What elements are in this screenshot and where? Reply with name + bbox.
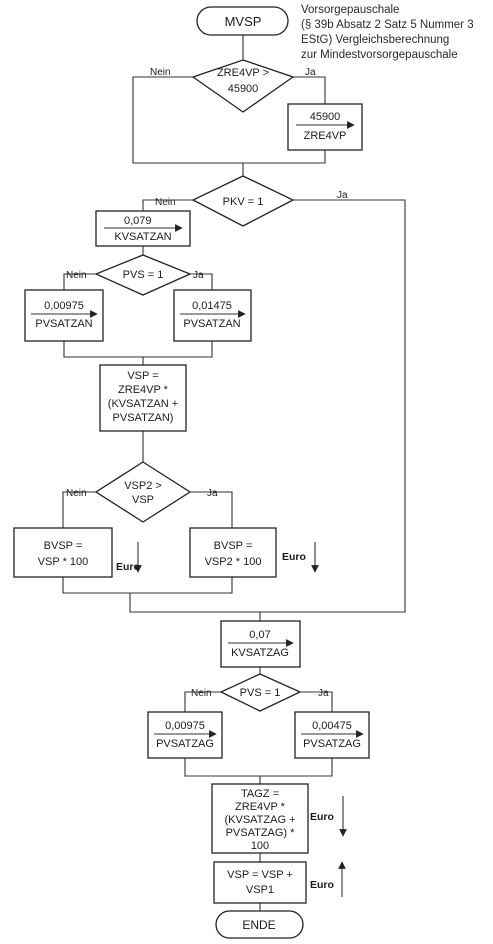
decision-text: 45900 bbox=[228, 83, 259, 95]
euro-label: Euro bbox=[310, 811, 334, 823]
decision-text: VSP2 > bbox=[124, 480, 162, 492]
start-label: MVSP bbox=[225, 14, 262, 29]
assign-value: 0,07 bbox=[249, 629, 270, 641]
branch-label-yes: Ja bbox=[318, 688, 329, 699]
calc-bvsp-no: BVSP = VSP * 100 bbox=[13, 527, 113, 578]
note-line: zur Mindestvorsorgepauschale bbox=[301, 49, 458, 61]
assign-target: PVSATZAG bbox=[303, 738, 361, 750]
assign-value: 0,00975 bbox=[44, 300, 84, 312]
note-line: Vorsorgepauschale bbox=[301, 4, 399, 16]
calc-text: VSP1 bbox=[246, 884, 274, 896]
assign-kvsatzag: 0,07 KVSATZAG bbox=[220, 620, 301, 668]
calc-text: PVSATZAG) * bbox=[226, 827, 296, 839]
end-terminal: ENDE bbox=[215, 910, 304, 939]
assign-target: PVSATZAN bbox=[183, 318, 240, 330]
calc-text: BVSP = bbox=[44, 540, 83, 552]
euro-conversion-up: Euro bbox=[310, 861, 346, 897]
assign-kvsatzan: 0,079 KVSATZAN bbox=[95, 210, 191, 247]
assign-value: 0,079 bbox=[124, 215, 152, 227]
assign-target: ZRE4VP bbox=[304, 130, 347, 142]
branch-label-no: Nein bbox=[150, 67, 171, 78]
decision-vsp2: VSP2 > VSP bbox=[94, 461, 192, 523]
assign-pvsatzan-yes: 0,01475 PVSATZAN bbox=[173, 289, 252, 342]
euro-label: Euro bbox=[116, 561, 140, 573]
assign-pvsatzag-yes: 0,00475 PVSATZAG bbox=[294, 711, 370, 759]
calc-text: TAGZ = bbox=[241, 788, 279, 800]
calc-tagz: TAGZ = ZRE4VP * (KVSATZAG + PVSATZAG) * … bbox=[211, 783, 309, 854]
calc-text: VSP = VSP + bbox=[227, 869, 293, 881]
branch-label-no: Nein bbox=[155, 197, 176, 208]
assign-pvsatzan-no: 0,00975 PVSATZAN bbox=[24, 289, 104, 342]
assign-value: 0,00975 bbox=[165, 720, 205, 732]
decision-text: ZRE4VP > bbox=[217, 67, 269, 79]
start-terminal: MVSP bbox=[196, 6, 289, 36]
assign-value: 0,00475 bbox=[312, 720, 352, 732]
branch-label-yes: Ja bbox=[193, 270, 204, 281]
calc-text: ZRE4VP * bbox=[118, 384, 169, 396]
end-label: ENDE bbox=[242, 918, 275, 932]
euro-conversion-down: Euro bbox=[282, 542, 319, 573]
branch-label-yes: Ja bbox=[337, 190, 348, 201]
assign-pvsatzag-no: 0,00975 PVSATZAG bbox=[147, 711, 223, 759]
assign-value: 45900 bbox=[310, 111, 341, 123]
branch-label-no: Nein bbox=[66, 488, 87, 499]
branch-label-yes: Ja bbox=[207, 488, 218, 499]
decision-text: PKV = 1 bbox=[223, 196, 264, 208]
decision-text: PVS = 1 bbox=[240, 687, 281, 699]
assign-value: 0,01475 bbox=[192, 300, 232, 312]
calc-text: VSP * 100 bbox=[38, 556, 89, 568]
description-note: Vorsorgepauschale (§ 39b Absatz 2 Satz 5… bbox=[301, 4, 474, 61]
calc-vsp: VSP = ZRE4VP * (KVSATZAN + PVSATZAN) bbox=[99, 364, 187, 432]
decision-pvs-ag: PVS = 1 bbox=[219, 673, 302, 712]
assign-target: KVSATZAG bbox=[231, 647, 289, 659]
calc-text: (KVSATZAG + bbox=[224, 814, 295, 826]
calc-vsp-sum: VSP = VSP + VSP1 bbox=[213, 861, 307, 904]
euro-conversion-down: Euro bbox=[116, 542, 142, 573]
decision-pkv: PKV = 1 bbox=[191, 175, 295, 227]
branch-label-yes: Ja bbox=[305, 67, 316, 78]
decision-zre4vp: ZRE4VP > 45900 bbox=[191, 59, 295, 113]
calc-text: PVSATZAN) bbox=[113, 412, 174, 424]
calc-text: ZRE4VP * bbox=[235, 801, 286, 813]
branch-labels: Nein Ja Nein Ja Nein Ja Nein Ja Nein Ja bbox=[66, 67, 348, 699]
euro-conversion-down: Euro bbox=[310, 796, 347, 837]
assign-target: KVSATZAN bbox=[114, 231, 171, 243]
euro-label: Euro bbox=[282, 551, 306, 563]
decision-text: PVS = 1 bbox=[123, 269, 164, 281]
decision-pvs-an: PVS = 1 bbox=[94, 254, 192, 296]
branch-label-no: Nein bbox=[66, 270, 87, 281]
euro-label: Euro bbox=[310, 879, 334, 891]
calc-bvsp-yes: BVSP = VSP2 * 100 bbox=[189, 527, 277, 578]
note-line: EStG) Vergleichsberechnung bbox=[301, 34, 449, 46]
calc-text: (KVSATZAN + bbox=[108, 398, 178, 410]
connector-lines bbox=[62, 35, 406, 911]
note-line: (§ 39b Absatz 2 Satz 5 Nummer 3 bbox=[301, 19, 474, 31]
calc-text: VSP2 * 100 bbox=[205, 556, 262, 568]
assign-target: PVSATZAG bbox=[156, 738, 214, 750]
branch-label-no: Nein bbox=[191, 688, 212, 699]
calc-text: VSP = bbox=[127, 370, 158, 382]
calc-text: 100 bbox=[251, 840, 269, 852]
assign-target: PVSATZAN bbox=[35, 318, 92, 330]
assign-zre4vp: 45900 ZRE4VP bbox=[287, 103, 363, 151]
decision-text: VSP bbox=[132, 494, 154, 506]
calc-text: BVSP = bbox=[214, 540, 253, 552]
